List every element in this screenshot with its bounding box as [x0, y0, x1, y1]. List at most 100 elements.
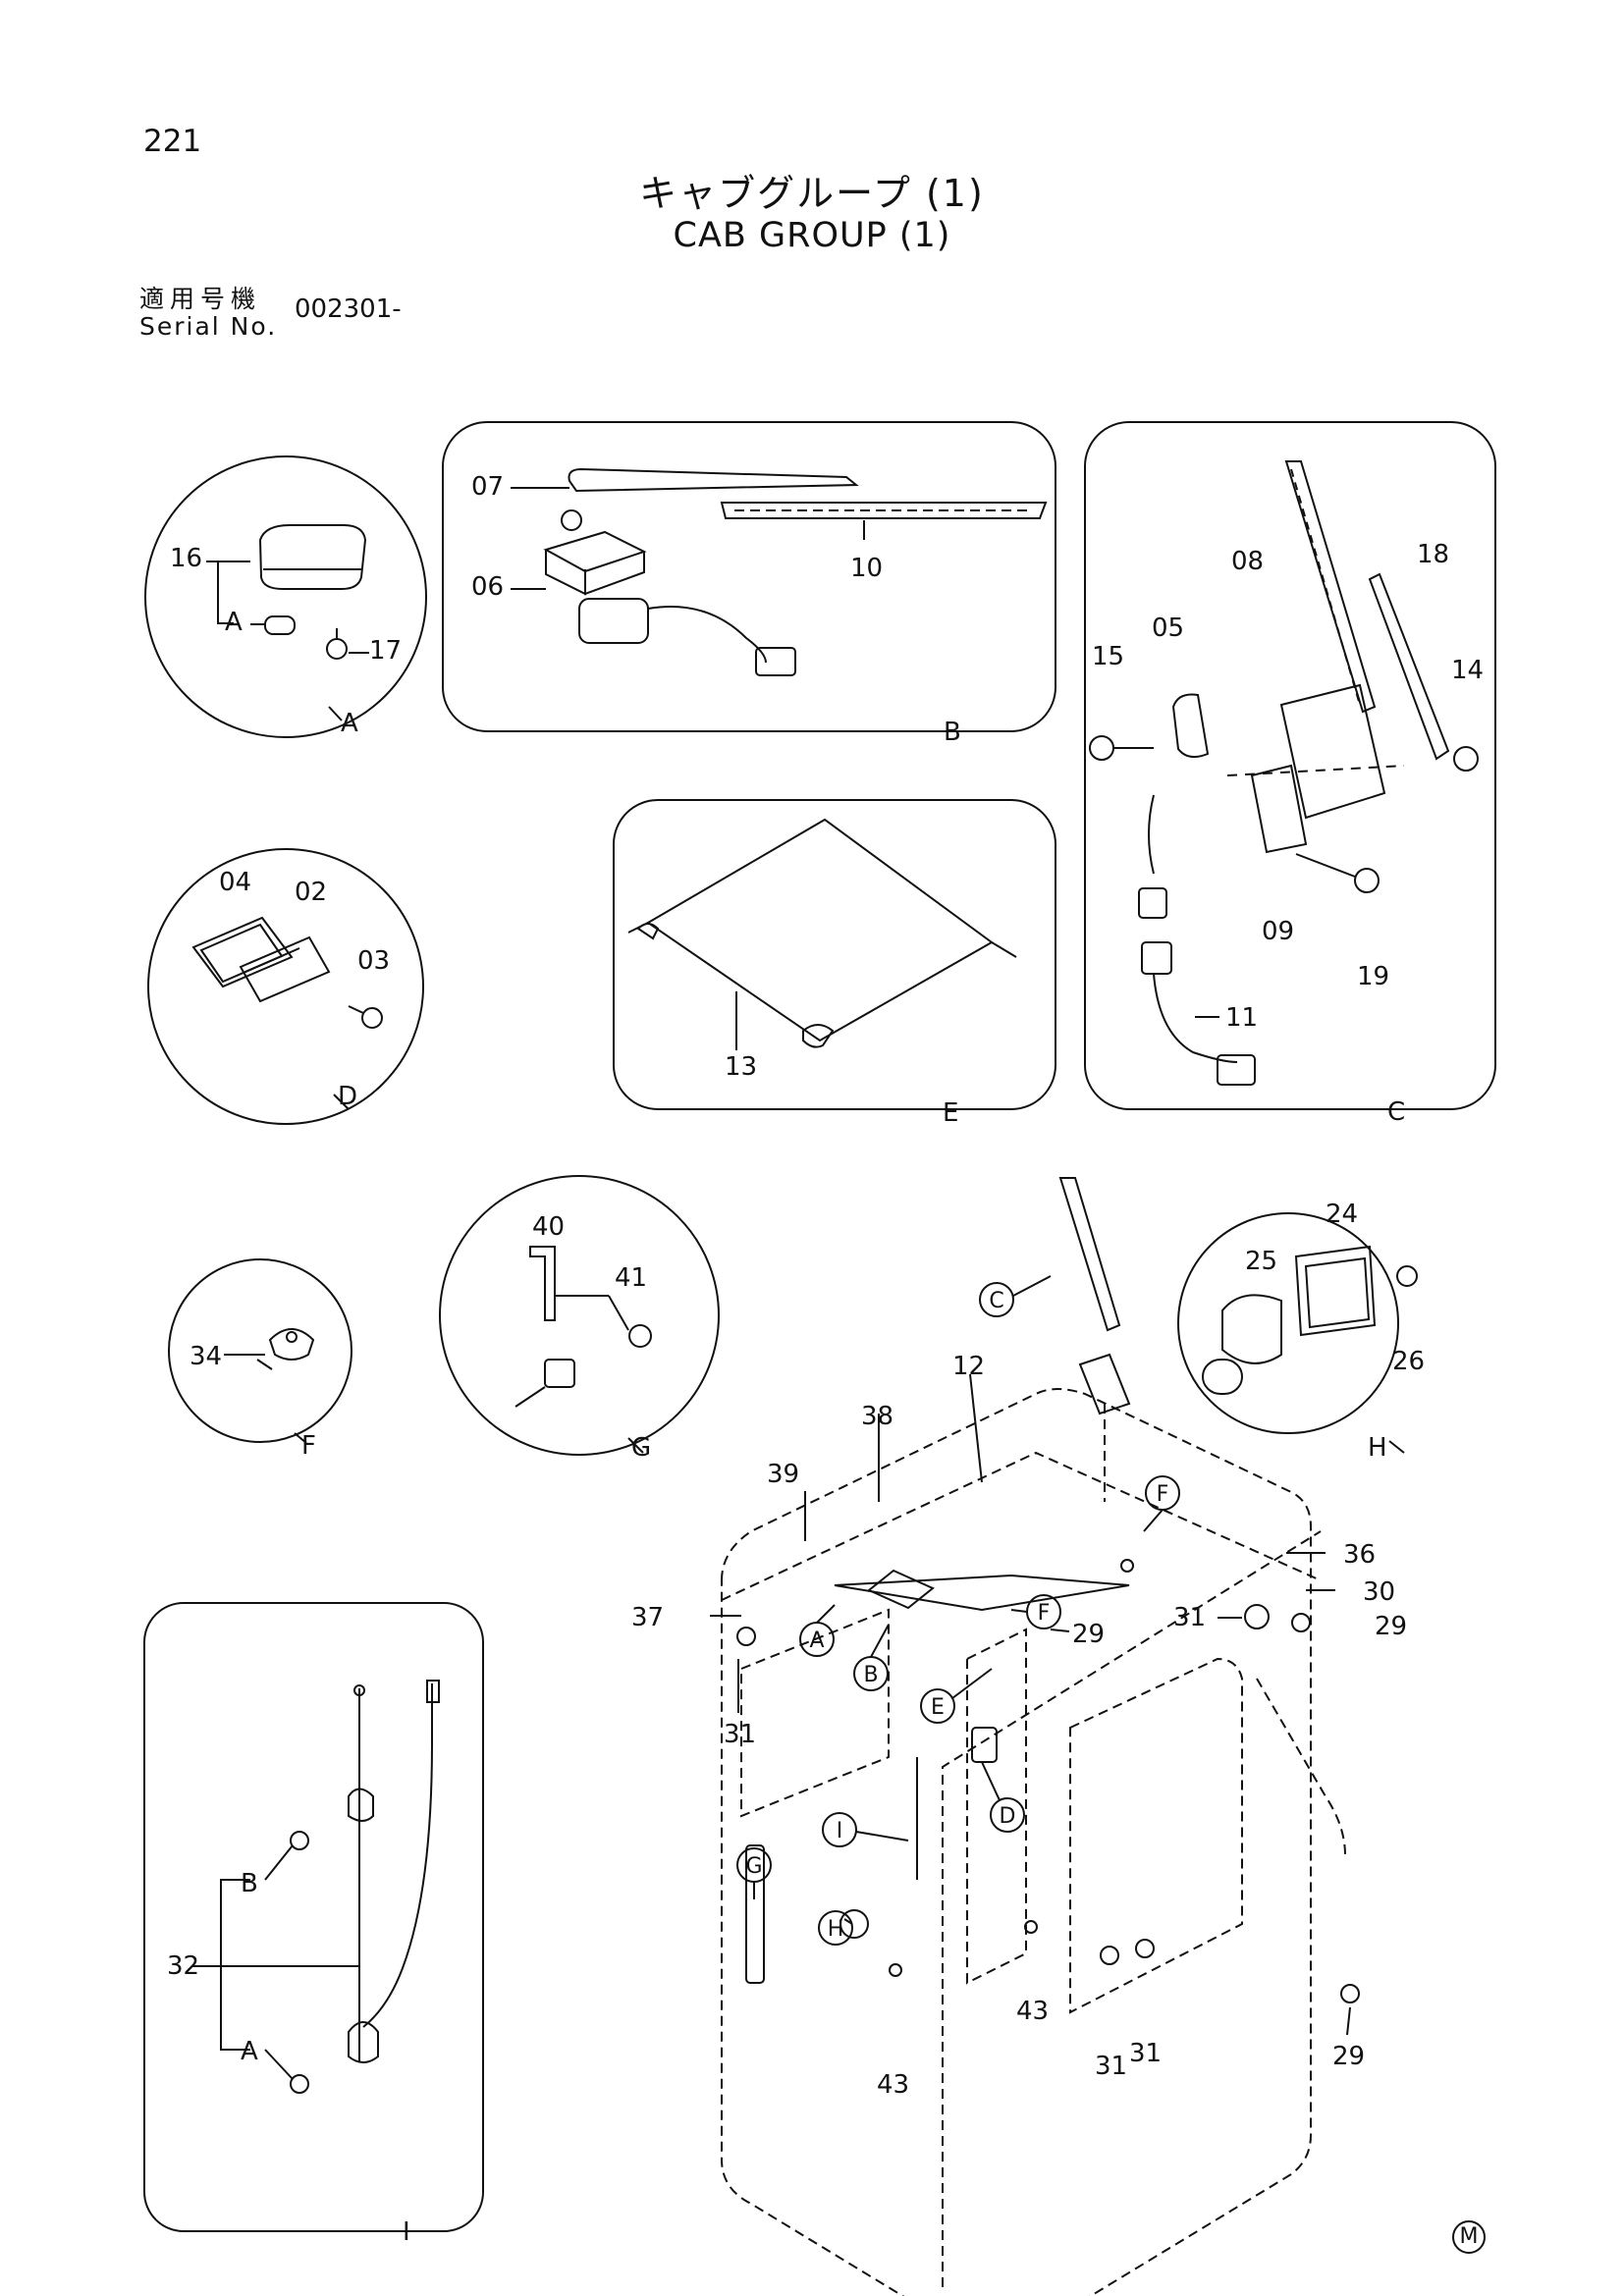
bolt-19-part: [1354, 868, 1380, 893]
part-label-09: 09: [1262, 917, 1294, 946]
part-label-28-b: 29: [1072, 1620, 1105, 1649]
part-label-14: 14: [1451, 656, 1484, 685]
cover-part: [239, 935, 331, 1003]
serial-value: 002301-: [295, 294, 402, 324]
detail-a-frame: [144, 455, 427, 738]
part-label-19: 19: [1357, 962, 1389, 991]
part-label-11: 11: [1225, 1003, 1258, 1033]
part-label-28-c: 29: [1332, 2042, 1365, 2071]
part-label-34: 34: [189, 1342, 222, 1371]
part-label-28-a: 29: [1375, 1612, 1407, 1641]
callout-c-label: C: [989, 1289, 1003, 1313]
screw-b-part: [290, 1831, 309, 1850]
wiper-motor-part: [543, 530, 647, 596]
rear-wiper-motor-part: [1171, 693, 1210, 759]
callout-e-label: E: [931, 1695, 945, 1720]
callout-d-circle: [990, 1797, 1025, 1833]
part-label-41: 41: [615, 1263, 647, 1293]
callout-f-label-1: F: [1157, 1482, 1169, 1507]
cab-hardware: [736, 1177, 1360, 2003]
bracket-plate-part: [1279, 683, 1386, 820]
detail-label-e: E: [943, 1098, 958, 1128]
part-label-30-c: 31: [1129, 2039, 1162, 2068]
part-label-25: 25: [1245, 1247, 1277, 1276]
part-label-43-b: 43: [877, 2070, 909, 2100]
page-number: 221: [143, 124, 202, 159]
part-label-24: 24: [1326, 1200, 1358, 1229]
cab-outline: [721, 1388, 1312, 2296]
callout-h-circle: [818, 1910, 853, 1946]
left-window: [740, 1608, 890, 1818]
callout-i-circle: [822, 1812, 857, 1847]
screw-41-part: [628, 1324, 652, 1348]
detail-label-d: D: [338, 1082, 357, 1111]
knob-part: [268, 1328, 315, 1361]
part-label-43-a: 43: [1016, 1997, 1049, 2026]
part-label-36: 36: [1343, 1540, 1376, 1570]
door-window: [966, 1628, 1027, 1985]
part-label-31: 31: [724, 1720, 756, 1749]
detail-f-frame: [168, 1258, 352, 1443]
detail-e-frame: [613, 799, 1056, 1110]
part-label-12: 12: [952, 1352, 985, 1381]
part-label-05: 05: [1152, 614, 1184, 643]
rear-wiper-arm-part: [1368, 572, 1450, 761]
callout-h-label: H: [828, 1917, 844, 1942]
part-label-10: 10: [850, 554, 883, 583]
part-label-08: 08: [1231, 547, 1264, 576]
serial-label-jp: 適用号機: [139, 285, 262, 313]
part-label-04: 04: [219, 868, 251, 897]
callout-g-label: G: [745, 1854, 762, 1879]
harness-part: [1141, 941, 1172, 975]
manufacturer-mark: M: [1452, 2220, 1486, 2254]
callout-b-label: B: [863, 1663, 878, 1687]
detail-d-frame: [147, 848, 424, 1125]
part-label-38: 37: [631, 1603, 664, 1632]
detail-i: [143, 1602, 484, 2232]
part-label-37: 38: [861, 1402, 893, 1431]
detail-label-f: F: [301, 1431, 316, 1461]
rear-window: [1069, 1657, 1243, 2014]
wiper-arm-part: [568, 467, 859, 493]
callout-e-circle: [920, 1688, 955, 1724]
part-label-13: 13: [725, 1052, 757, 1082]
detail-label-h: H: [1368, 1433, 1387, 1463]
cab-light-part: [258, 524, 367, 590]
detail-h-frame: [1177, 1212, 1399, 1434]
detail-g-frame: [439, 1175, 720, 1456]
detail-f: [168, 1258, 352, 1444]
callout-d-label: D: [1000, 1804, 1016, 1829]
detail-c: [1084, 421, 1496, 1110]
main-cab-assembly: [721, 1388, 1346, 2296]
bulb-part: [264, 615, 296, 635]
detail-i-frame: [143, 1602, 484, 2232]
speaker-cover-part: [1294, 1245, 1377, 1337]
sunshade-part: [646, 818, 994, 1042]
part-label-30-a: 31: [1173, 1603, 1206, 1632]
detail-label-b: B: [944, 718, 961, 747]
detail-h: [1177, 1212, 1418, 1454]
nut-14-part: [1453, 746, 1479, 772]
page-title-jp: キャブグループ (1): [639, 172, 985, 215]
part-label-32: 32: [167, 1951, 199, 1981]
detail-b-frame: [442, 421, 1056, 732]
detail-label-a: A: [341, 709, 358, 738]
part-label-29: 30: [1363, 1577, 1395, 1607]
leader-lines: [710, 1373, 1351, 2036]
part-label-07: 07: [471, 472, 504, 502]
detail-a: [144, 455, 427, 738]
serial-label-en: Serial No.: [139, 312, 278, 341]
ref-label-a-i: A: [241, 2037, 258, 2066]
upper-wiper-part: [1058, 1177, 1121, 1332]
detail-e: [613, 799, 1056, 1110]
callout-markers: [736, 1275, 1180, 1946]
callout-f-label-2: F: [1038, 1601, 1051, 1626]
screw-26-part: [1396, 1265, 1418, 1287]
callout-c-circle: [979, 1282, 1014, 1317]
screw-a-part: [290, 2074, 309, 2094]
connector-g-part: [544, 1359, 575, 1388]
bracket-part: [529, 1246, 556, 1321]
detail-label-g: G: [631, 1433, 651, 1463]
front-wiper-part: [834, 1574, 1130, 1612]
